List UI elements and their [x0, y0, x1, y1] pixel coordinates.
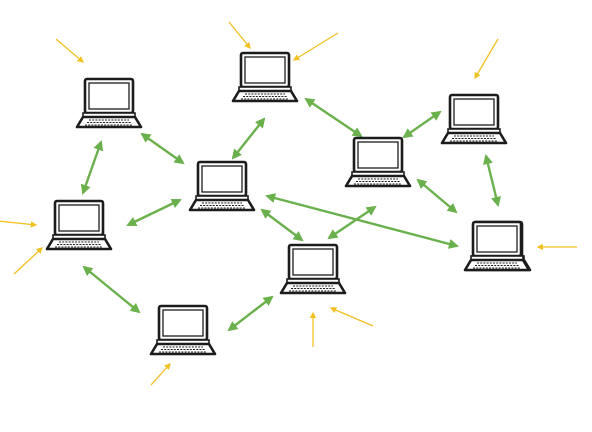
incoming-arrow-n1-1 — [55, 38, 84, 63]
laptop-icon-n10 — [149, 304, 217, 356]
peer-link-n5-n6 — [402, 110, 442, 139]
peer-link-n2-n5 — [304, 97, 363, 138]
laptop-icon-n1 — [75, 77, 143, 129]
peer-link-n8-n10 — [227, 295, 274, 332]
incoming-arrows — [0, 21, 577, 386]
peer-link-n5-n8 — [327, 205, 377, 240]
incoming-arrow-n4-2 — [13, 247, 43, 275]
peer-link-n3-n8 — [260, 208, 304, 242]
peer-link-n2-n3 — [231, 117, 266, 160]
peer-links — [80, 97, 501, 332]
laptop-icon-n5 — [344, 136, 412, 188]
laptop-icon-n9 — [463, 220, 531, 272]
laptop-icon-n8 — [279, 243, 347, 295]
incoming-arrow-n8-2 — [329, 307, 374, 327]
laptop-icon-n6 — [440, 93, 508, 145]
laptop-icon-n4 — [45, 199, 113, 251]
incoming-arrow-n10-1 — [150, 363, 171, 386]
incoming-arrow-n6-1 — [474, 38, 499, 80]
incoming-arrow-n4-1 — [0, 220, 38, 228]
peer-link-n5-n7 — [416, 178, 458, 214]
peer-link-n4-n10 — [82, 265, 141, 314]
peer-link-n6-n7 — [483, 154, 501, 207]
incoming-arrow-n2-2 — [292, 32, 339, 61]
laptop-icon-n2 — [231, 51, 299, 103]
peer-link-n3-n4 — [126, 198, 182, 227]
incoming-arrow-n2-1 — [228, 21, 251, 50]
peer-link-n3-n9 — [265, 193, 459, 249]
peer-link-n1-n4 — [80, 140, 104, 195]
laptop-icon-n3 — [188, 160, 256, 212]
laptop-nodes — [45, 51, 532, 356]
peer-link-n1-n3 — [140, 132, 185, 165]
